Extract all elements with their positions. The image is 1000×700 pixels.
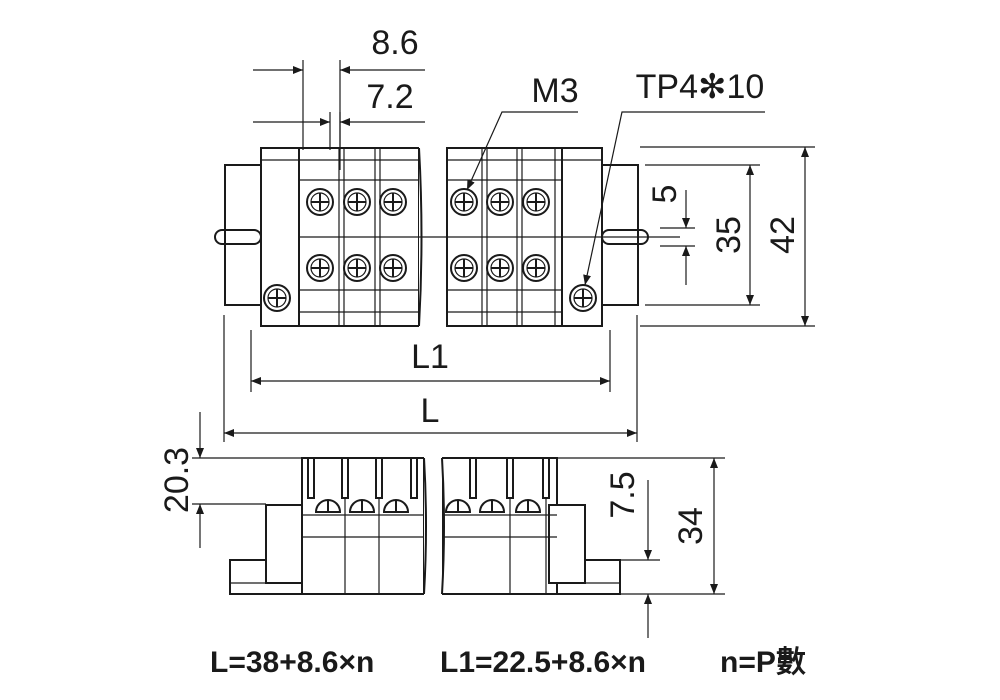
- terminal-screw-icon: [379, 188, 407, 216]
- side-screw-icon: [348, 499, 376, 513]
- dim-rail-width: 35: [710, 216, 748, 254]
- mounting-screw-icon: [263, 284, 291, 312]
- terminal-screw-icon: [522, 188, 550, 216]
- dim-side-top: 20.3: [158, 447, 196, 513]
- left-flange: [224, 164, 262, 306]
- side-screw-icon: [382, 499, 410, 513]
- terminal-screw-icon: [343, 188, 371, 216]
- side-screw-icon: [444, 499, 472, 513]
- side-body-left: [301, 457, 425, 595]
- rail-slot-left: [214, 229, 262, 245]
- terminal-screw-icon: [450, 254, 478, 282]
- terminal-screw-icon: [306, 254, 334, 282]
- terminal-screw-icon: [486, 254, 514, 282]
- right-flange: [601, 164, 639, 306]
- top-view: 8.6 7.2 M3 TP4✻10 5 35 42 L1 L: [214, 24, 815, 442]
- side-screw-icon: [314, 499, 342, 513]
- terminal-screw-icon: [522, 254, 550, 282]
- dim-side-total: 34: [672, 507, 710, 545]
- terminal-screw-icon: [486, 188, 514, 216]
- terminal-screw-icon: [450, 188, 478, 216]
- left-end-block: [260, 147, 300, 327]
- label-screw-size: M3: [531, 72, 578, 110]
- dim-pitch-outer: 8.6: [371, 24, 418, 62]
- dim-gap-small: 5: [646, 185, 684, 204]
- side-screw-icon: [478, 499, 506, 513]
- terminal-screw-icon: [306, 188, 334, 216]
- formula-l1: L1=22.5+8.6×n: [440, 646, 646, 679]
- side-screw-icon: [514, 499, 542, 513]
- formula-n: n=P數: [720, 646, 806, 679]
- dim-side-mid: 7.5: [604, 471, 642, 518]
- side-view: 20.3 7.5 34: [158, 412, 725, 638]
- terminal-screw-icon: [379, 254, 407, 282]
- dim-pitch-inner: 7.2: [366, 78, 413, 116]
- dim-length-l: L: [421, 392, 440, 430]
- dim-overall-height: 42: [764, 216, 802, 254]
- formula-row: L=38+8.6×n L1=22.5+8.6×n n=P數: [210, 646, 806, 679]
- label-mount-screw: TP4✻10: [636, 68, 765, 106]
- side-body-right: [441, 457, 558, 595]
- dim-length-l1: L1: [411, 338, 449, 376]
- mounting-screw-icon: [569, 284, 597, 312]
- terminal-screw-icon: [343, 254, 371, 282]
- formula-l: L=38+8.6×n: [210, 646, 374, 679]
